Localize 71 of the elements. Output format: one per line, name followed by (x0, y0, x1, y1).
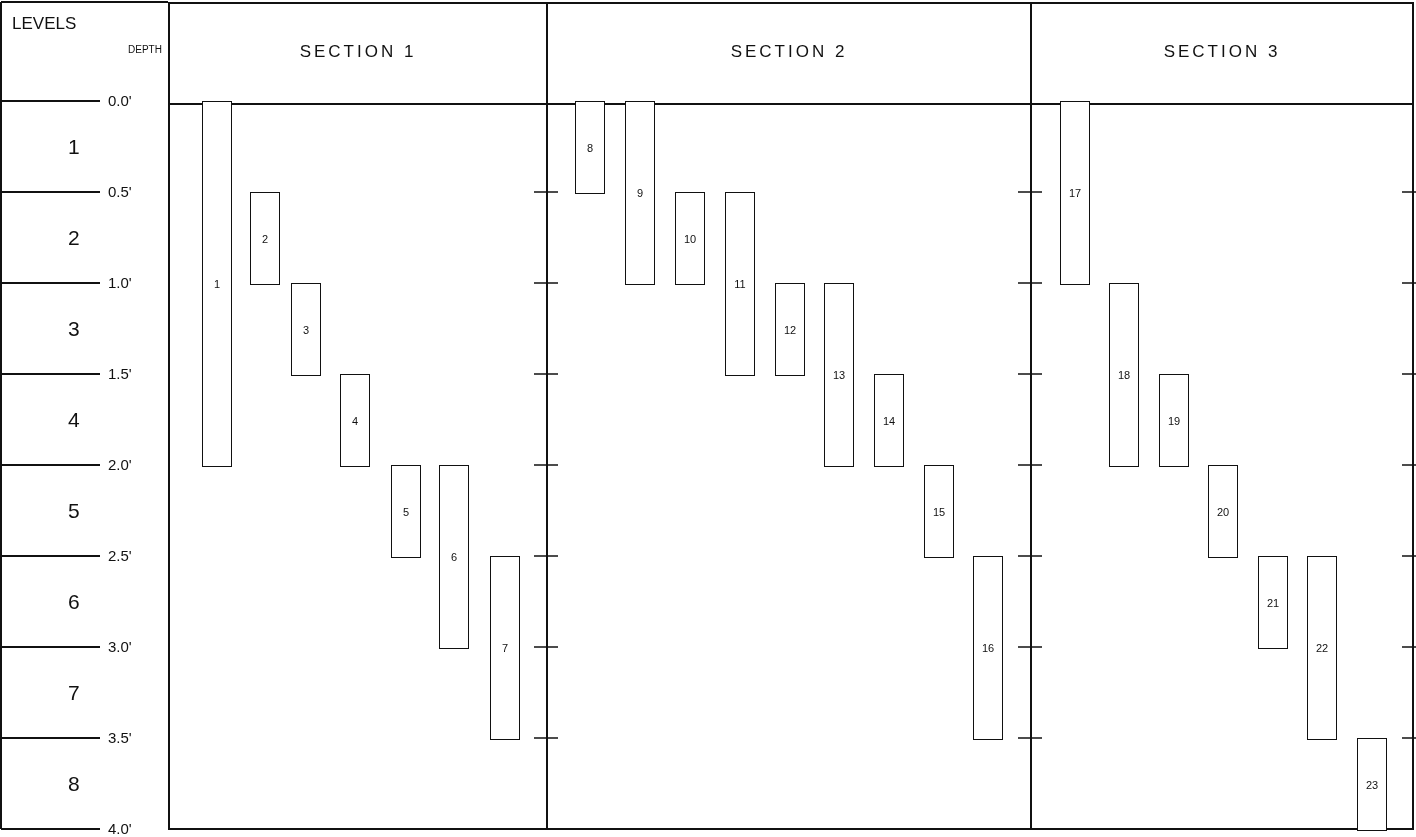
depth-range-bar (973, 556, 1003, 740)
section-heading: SECTION 2 (729, 42, 849, 62)
depth-label: 4.0' (108, 820, 132, 837)
sample-number: 13 (832, 369, 846, 381)
depth-range-bar (1258, 556, 1288, 649)
section-heading: SECTION 3 (1162, 42, 1282, 62)
column-heading: LEVELS (12, 14, 77, 34)
sample-number: 21 (1266, 596, 1280, 609)
depth-range-bar (725, 192, 755, 376)
sample-number: 19 (1167, 414, 1181, 427)
depth-label: 0.5' (108, 183, 132, 200)
level-number: 5 (68, 498, 80, 523)
depth-label: 0.0' (108, 92, 132, 109)
sample-number: 11 (734, 278, 746, 290)
level-number: 2 (68, 225, 80, 250)
sample-number: 12 (783, 323, 797, 336)
sample-number: 16 (981, 642, 995, 654)
depth-range-bar (924, 465, 954, 558)
depth-range-bar (1208, 465, 1238, 558)
level-number: 7 (68, 680, 80, 705)
depth-range-bar (340, 374, 370, 467)
depth-range-bar (625, 101, 655, 285)
column-heading: DEPTH (128, 44, 162, 55)
depth-range-bar (775, 283, 805, 376)
level-number: 4 (68, 407, 80, 432)
level-number: 1 (68, 134, 80, 159)
sample-number: 14 (882, 414, 896, 427)
depth-label: 2.5' (108, 547, 132, 564)
sample-number: 15 (932, 505, 946, 518)
level-number: 6 (68, 589, 80, 614)
depth-label: 1.0' (108, 274, 132, 291)
depth-range-bar (490, 556, 520, 740)
sample-number: 4 (351, 414, 359, 427)
depth-range-bar (1109, 283, 1139, 467)
depth-range-bar (391, 465, 421, 558)
sample-number: 23 (1365, 778, 1379, 791)
depth-range-bar (824, 283, 854, 467)
depth-range-bar (1307, 556, 1337, 740)
depth-range-bar (1159, 374, 1189, 467)
depth-range-bar (1357, 738, 1387, 831)
sample-number: 10 (683, 232, 697, 245)
level-number: 3 (68, 316, 80, 341)
sample-number: 1 (213, 278, 221, 290)
sample-number: 22 (1315, 642, 1329, 654)
depth-label: 3.5' (108, 729, 132, 746)
depth-range-bar (675, 192, 705, 285)
depth-range-bar (874, 374, 904, 467)
depth-range-bar (250, 192, 280, 285)
sample-number: 9 (636, 187, 644, 199)
sample-number: 6 (450, 551, 458, 563)
depth-range-bar (439, 465, 469, 649)
depth-label: 3.0' (108, 638, 132, 655)
level-number: 8 (68, 771, 80, 796)
section-column (546, 2, 1032, 830)
depth-range-bar (575, 101, 605, 194)
sample-number: 2 (261, 232, 269, 245)
depth-label: 1.5' (108, 365, 132, 382)
sample-number: 20 (1216, 505, 1230, 518)
sample-number: 7 (501, 642, 509, 654)
sample-number: 8 (586, 141, 594, 154)
sample-number: 18 (1117, 369, 1131, 381)
depth-label: 2.0' (108, 456, 132, 473)
section-column (168, 2, 548, 830)
depth-range-bar (202, 101, 232, 467)
depth-range-bar (291, 283, 321, 376)
sample-number: 3 (302, 323, 310, 336)
section-column (1030, 2, 1414, 830)
sample-number: 17 (1068, 187, 1082, 199)
section-heading: SECTION 1 (298, 42, 418, 62)
sample-number: 5 (402, 505, 410, 518)
depth-range-bar (1060, 101, 1090, 285)
